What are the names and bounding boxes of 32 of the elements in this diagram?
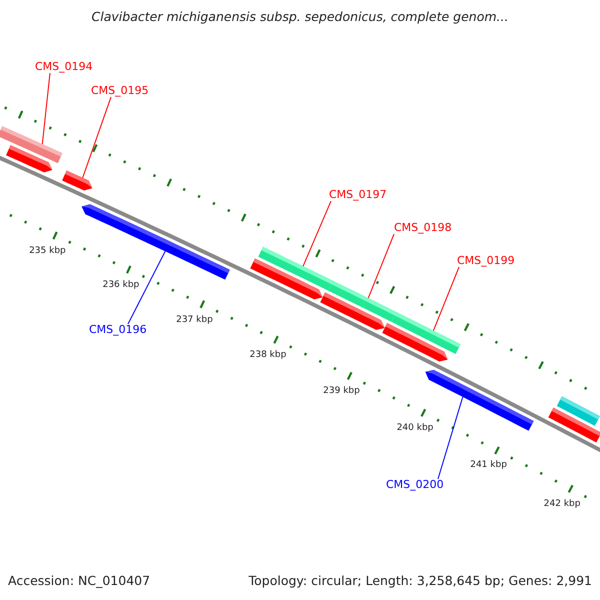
gene-bar (328, 280, 396, 322)
leader-line (42, 72, 50, 145)
leader-line (438, 396, 464, 480)
gene-label: CMS_0198 (394, 222, 452, 234)
leader-line (128, 250, 166, 324)
genome-info-text: Topology: circular; Length: 3,258,645 bp; Genes: 2,991 (248, 574, 592, 588)
leader-line (368, 234, 394, 299)
gene-bar (62, 170, 92, 191)
accession-text: Accession: NC_010407 (8, 574, 150, 588)
gene-label: CMS_0197 (329, 189, 387, 202)
tick-label: 240 kbp (396, 424, 434, 434)
gene-bar (0, 126, 62, 164)
gene-bar (556, 396, 600, 426)
tick-label: 238 kbp (250, 350, 286, 361)
gene-label: CMS_0199 (457, 255, 515, 268)
gene-label: CMS_0194 (35, 61, 93, 74)
tick-label: 241 kbp (470, 461, 507, 472)
leader-line (302, 200, 332, 267)
tick-label: 242 kbp (544, 500, 580, 510)
leader-line (432, 266, 460, 332)
gene-label: CMS_0200 (386, 479, 444, 492)
tick-label: 237 kbp (176, 316, 213, 326)
gene-label: CMS_0196 (89, 324, 147, 336)
gene-bar (258, 246, 334, 291)
gene-bar (82, 204, 230, 280)
tick-label: 235 kbp (29, 246, 66, 257)
gene-label: CMS_0195 (91, 85, 149, 98)
leader-line (82, 96, 112, 178)
tick-label: 239 kbp (323, 387, 360, 397)
tick-label: 236 kbp (102, 280, 140, 291)
title: Clavibacter michiganensis subsp. sepedonicus, complete genom... (90, 10, 510, 24)
gene-bar (391, 312, 461, 354)
